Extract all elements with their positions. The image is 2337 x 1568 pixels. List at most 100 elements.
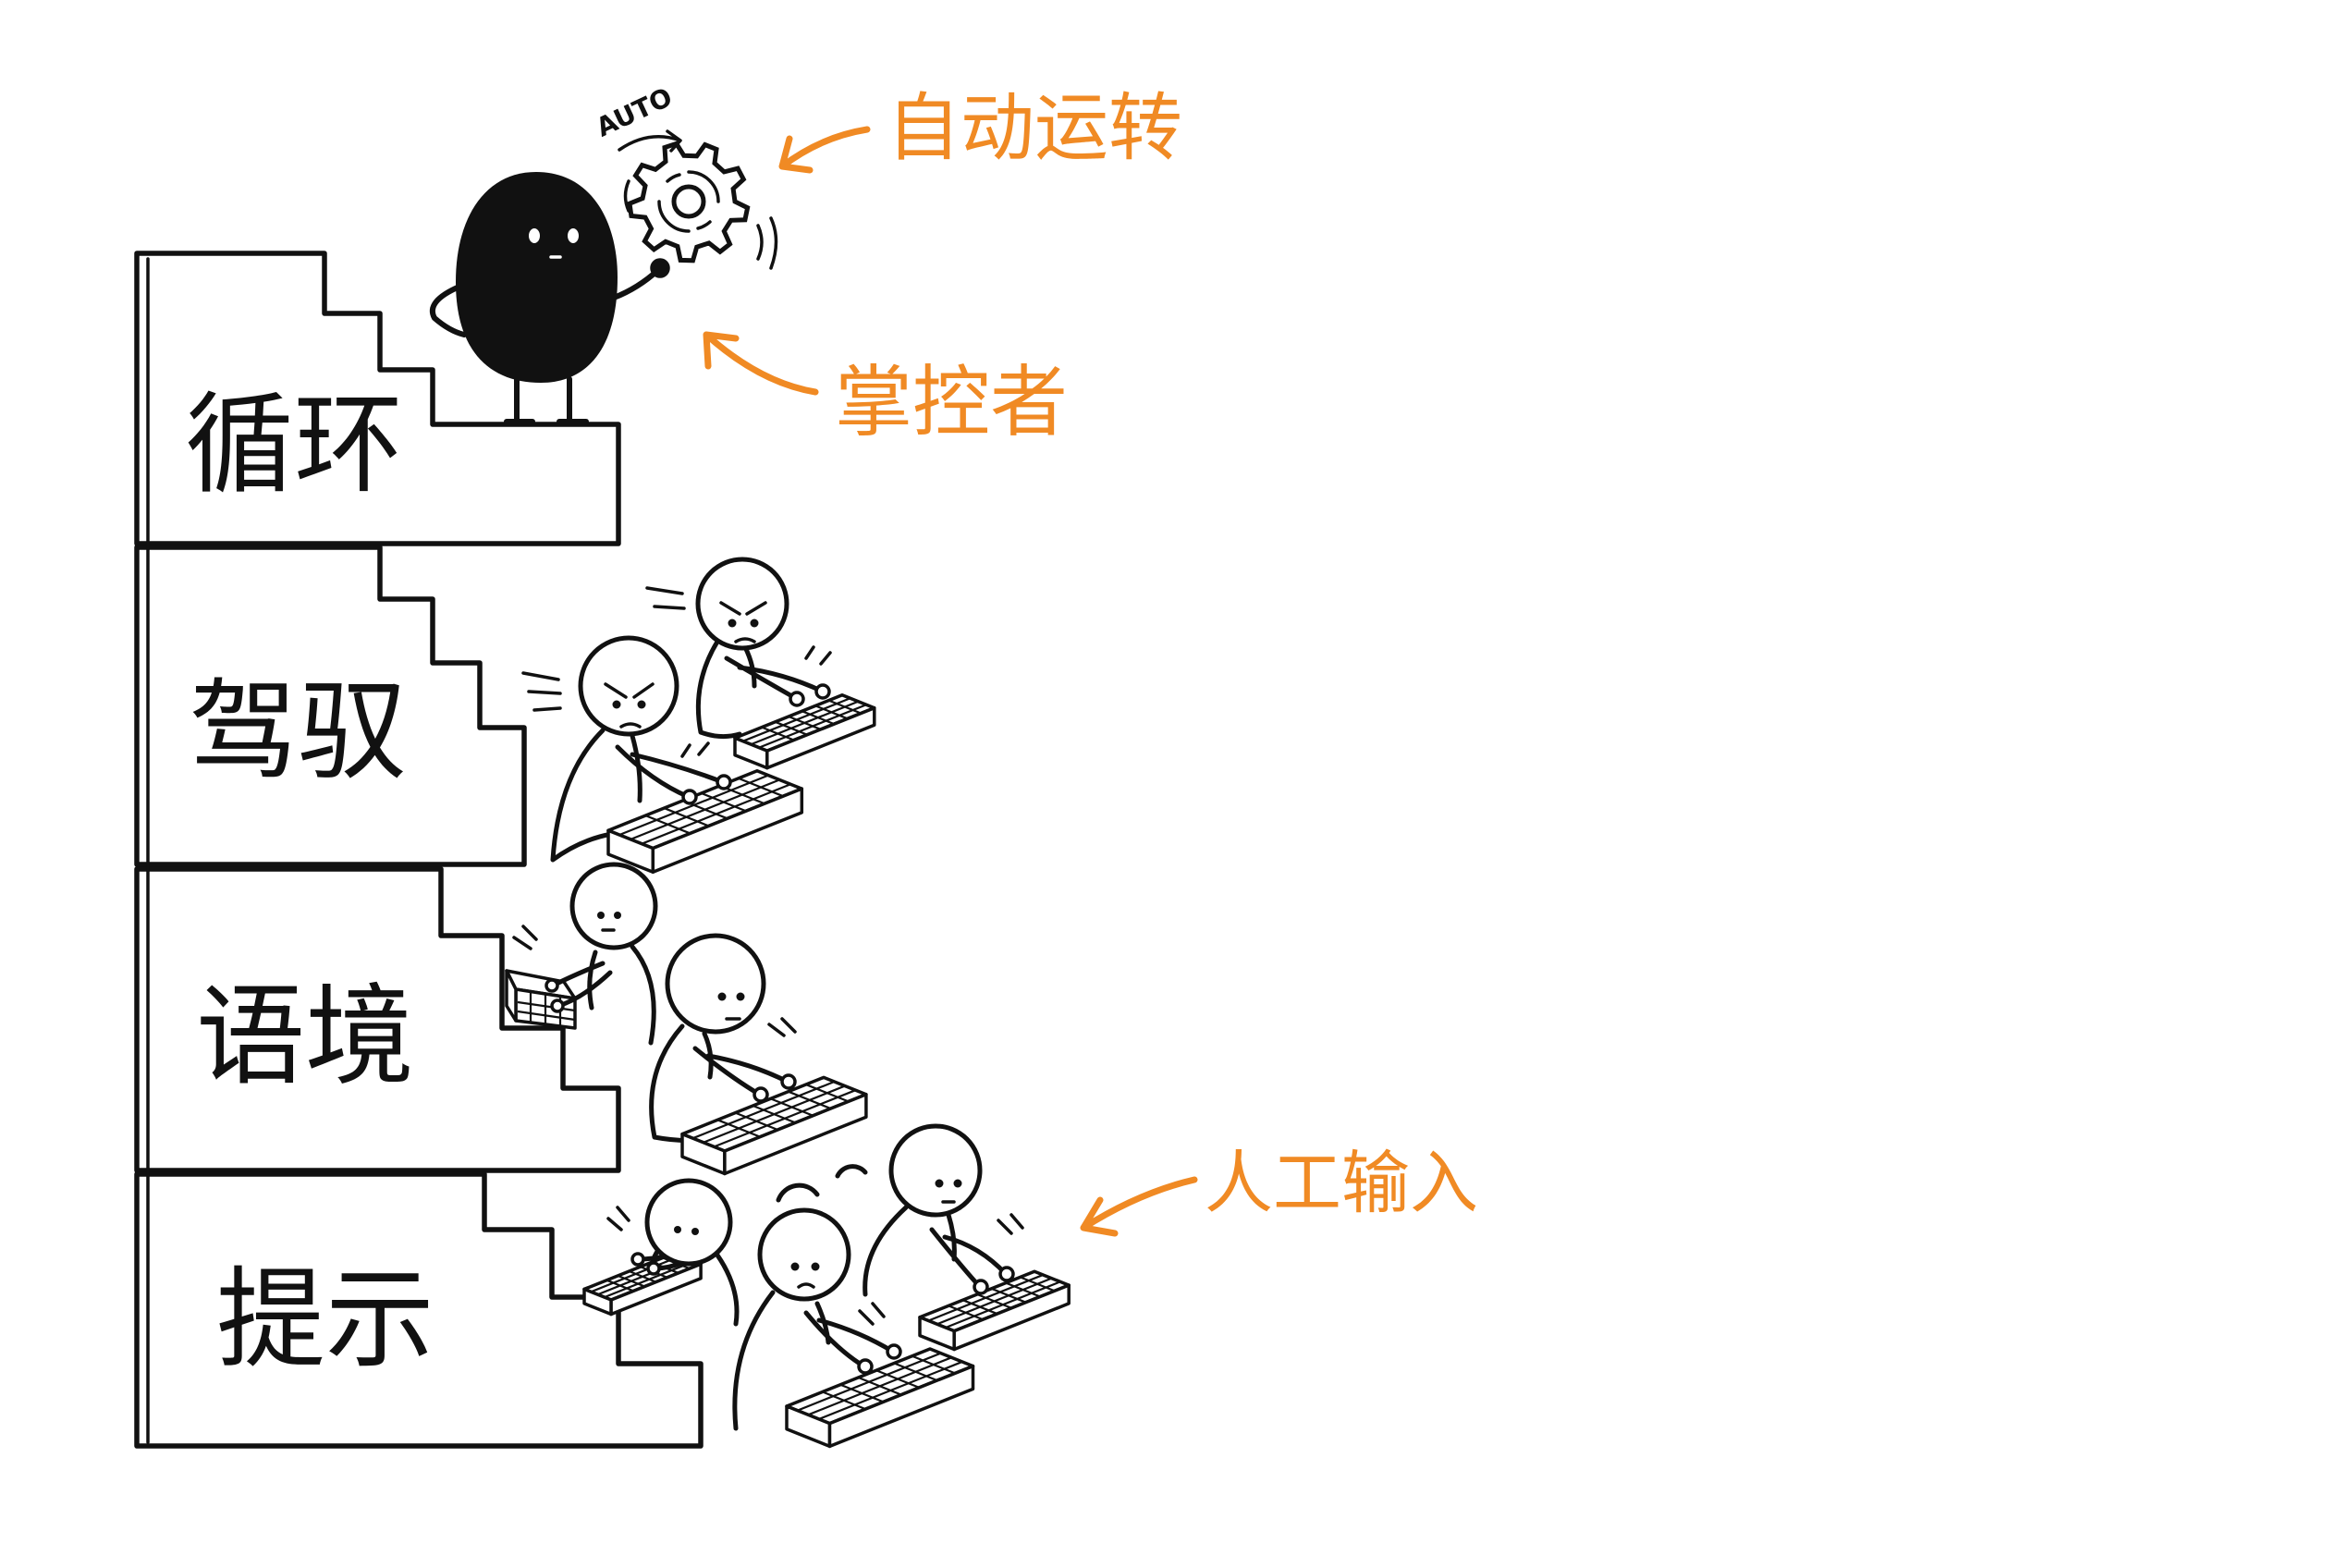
arrow-icon-to-gear bbox=[778, 126, 871, 174]
person-hand bbox=[630, 1252, 645, 1267]
motion-lines bbox=[997, 1213, 1024, 1235]
person-head bbox=[644, 1178, 733, 1267]
keyboard-keys bbox=[518, 991, 575, 1026]
keyboard-icon bbox=[920, 1271, 1069, 1349]
character-left-arm bbox=[429, 284, 467, 337]
person-mouth bbox=[619, 722, 642, 729]
gear-motion-lines bbox=[623, 179, 778, 270]
step-block-harness bbox=[134, 545, 527, 867]
person-hand bbox=[681, 789, 698, 805]
person-hand bbox=[550, 998, 565, 1013]
typing-person-prompt-right bbox=[863, 1123, 1070, 1350]
motion-lines bbox=[858, 1302, 886, 1326]
step-label-loop: 循环 bbox=[185, 381, 403, 508]
person-eye bbox=[790, 1262, 800, 1271]
keyboard-icon bbox=[682, 1077, 866, 1173]
character-eye bbox=[568, 228, 579, 243]
person-eye bbox=[691, 1228, 699, 1235]
person-eye bbox=[935, 1179, 944, 1188]
gear-auto-label: AUTO bbox=[592, 81, 677, 142]
person-eye bbox=[750, 619, 759, 628]
person-body bbox=[863, 1205, 957, 1297]
person-hand bbox=[814, 683, 831, 700]
step-label-prompt: 提示 bbox=[216, 1256, 434, 1383]
keyboard-icon bbox=[787, 1349, 973, 1446]
motion-lines bbox=[606, 1206, 630, 1231]
person-hand bbox=[886, 1343, 902, 1360]
auto-arrow-icon bbox=[618, 129, 682, 153]
annotation-controller: 掌控者 bbox=[835, 357, 1068, 447]
background-head bbox=[776, 1182, 820, 1203]
step-label-context: 语境 bbox=[196, 973, 414, 1100]
person-hand bbox=[716, 774, 732, 790]
person-eye bbox=[811, 1262, 820, 1271]
angry-eyebrows bbox=[719, 601, 767, 616]
gear-icon bbox=[623, 141, 778, 278]
annotation-manual-input: 人工输入 bbox=[1205, 1144, 1478, 1223]
typing-person-context bbox=[649, 933, 866, 1173]
person-arms bbox=[724, 655, 826, 702]
person-body bbox=[587, 944, 656, 1046]
person-body bbox=[695, 639, 757, 740]
controller-character bbox=[429, 172, 661, 424]
person-mouth bbox=[734, 637, 756, 643]
keyboard-side bbox=[954, 1285, 1069, 1349]
keyboard-side bbox=[611, 1264, 701, 1314]
person-eye bbox=[612, 700, 621, 709]
motion-lines bbox=[645, 586, 832, 666]
gear-hub bbox=[671, 184, 706, 219]
typing-person-prompt-left bbox=[584, 1178, 740, 1327]
keyboard-side bbox=[507, 971, 516, 1021]
person-hand bbox=[973, 1279, 989, 1295]
character-legs bbox=[504, 376, 589, 424]
person-head bbox=[695, 557, 789, 651]
keyboard-side bbox=[830, 1366, 973, 1447]
person-arms bbox=[929, 1227, 1009, 1290]
keyboard-keys bbox=[798, 1354, 962, 1419]
character-body bbox=[456, 172, 618, 383]
person-head bbox=[665, 933, 766, 1035]
person-hand bbox=[544, 978, 559, 993]
step-block-loop bbox=[134, 251, 621, 546]
person-hand bbox=[780, 1073, 797, 1090]
person-eye bbox=[674, 1226, 681, 1233]
person-eye bbox=[614, 912, 621, 919]
keyboard-keys bbox=[692, 1082, 855, 1146]
keyboard-keys bbox=[619, 776, 790, 844]
person-eye bbox=[717, 992, 727, 1001]
person-head bbox=[578, 635, 679, 737]
gear-spin-lines bbox=[657, 170, 720, 233]
person-arms bbox=[803, 1310, 896, 1369]
person-arms bbox=[615, 744, 726, 800]
arrow-icon-to-typists bbox=[1080, 1176, 1198, 1237]
person-body bbox=[649, 1023, 714, 1144]
keyboard-icon bbox=[507, 971, 575, 1028]
character-hand bbox=[650, 258, 670, 278]
typing-person-angry-front bbox=[521, 635, 801, 872]
person-hand bbox=[857, 1358, 874, 1375]
keyboard-icon bbox=[608, 771, 801, 872]
typing-person-angry-back bbox=[645, 557, 875, 768]
angry-eyebrows bbox=[604, 682, 655, 699]
motion-lines bbox=[512, 925, 538, 950]
person-head bbox=[757, 1207, 851, 1302]
keyboard-side bbox=[767, 708, 875, 768]
keyboard-icon bbox=[735, 695, 875, 768]
character-eye bbox=[529, 228, 540, 243]
keyboard-keys bbox=[928, 1275, 1060, 1328]
person-eye bbox=[736, 992, 745, 1001]
person-mouth bbox=[797, 1282, 815, 1289]
person-eye bbox=[953, 1179, 962, 1188]
arrow-icon-to-character bbox=[703, 331, 819, 396]
step-label-harness: 驾驭 bbox=[189, 668, 407, 795]
annotation-auto-run: 自动运转 bbox=[887, 85, 1182, 171]
motion-lines bbox=[767, 1017, 797, 1037]
person-eye bbox=[597, 912, 605, 919]
person-hand bbox=[646, 1261, 661, 1276]
keyboard-side bbox=[725, 1095, 866, 1174]
character-right-arm bbox=[611, 267, 661, 300]
person-hand bbox=[789, 691, 805, 707]
person-eye bbox=[728, 619, 737, 628]
typing-person-prompt-middle bbox=[732, 1207, 973, 1446]
